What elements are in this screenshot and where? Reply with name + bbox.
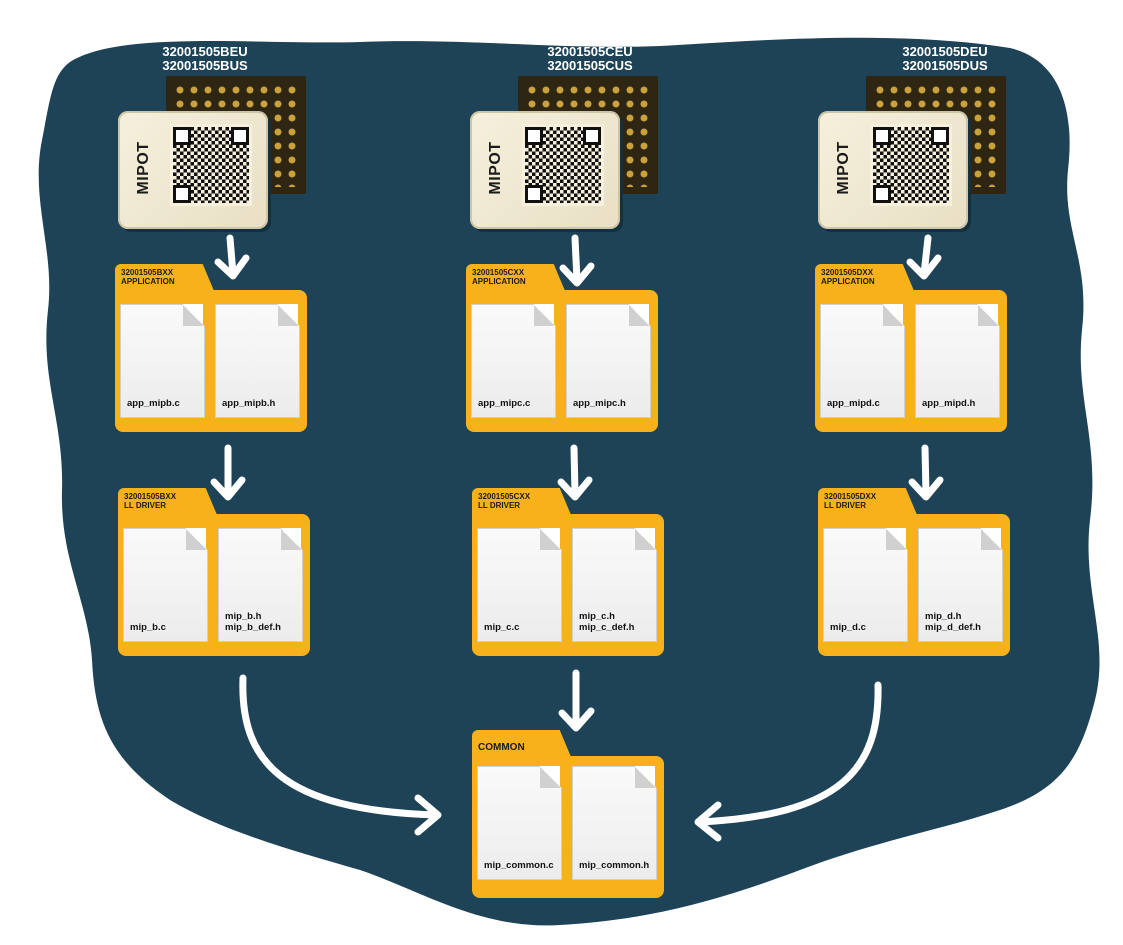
folder-label: 32001505CXX APPLICATION <box>472 268 526 286</box>
qr-code-icon <box>170 124 252 206</box>
rf-module-d: MIPOT <box>818 76 1018 236</box>
module-shield: MIPOT <box>470 111 620 229</box>
file-name: app_mipb.h <box>222 398 276 409</box>
folder-label: 32001505CXX LL DRIVER <box>478 492 531 510</box>
driver-folder-c: 32001505CXX LL DRIVER mip_c.c mip_c.h mi… <box>472 488 664 658</box>
arrow-down-icon <box>559 234 595 287</box>
file-name: mip_common.h <box>579 860 650 871</box>
module-shield: MIPOT <box>818 111 968 229</box>
qr-code-icon <box>870 124 952 206</box>
folder-label: 32001505BXX LL DRIVER <box>124 492 177 510</box>
arrow-down-icon <box>908 444 944 501</box>
arrow-down-icon <box>214 234 250 280</box>
rf-module-c: MIPOT <box>470 76 670 236</box>
arrow-down-icon <box>210 444 246 501</box>
arrow-down-icon <box>906 234 942 280</box>
driver-folder-b: 32001505BXX LL DRIVER mip_b.c mip_b.h mi… <box>118 488 310 658</box>
application-folder-b: 32001505BXX APPLICATION app_mipb.c app_m… <box>115 264 307 434</box>
qr-code-icon <box>522 124 604 206</box>
file-name: mip_common.c <box>484 860 554 871</box>
common-folder: COMMON mip_common.c mip_common.h <box>472 730 664 900</box>
file-name: mip_c.c <box>484 622 520 633</box>
folder-label: 32001505BXX APPLICATION <box>121 268 175 286</box>
application-folder-c: 32001505CXX APPLICATION app_mipc.c app_m… <box>466 264 658 434</box>
file-name: app_mipc.h <box>573 398 626 409</box>
curved-arrow-icon <box>694 681 882 842</box>
module-part-numbers: 32001505DEU 32001505DUS <box>902 44 988 73</box>
driver-folder-d: 32001505DXX LL DRIVER mip_d.c mip_d.h mi… <box>818 488 1010 658</box>
file-name: app_mipd.c <box>827 398 880 409</box>
file-name: mip_b.c <box>130 622 166 633</box>
file-name: app_mipb.c <box>127 398 180 409</box>
folder-label: COMMON <box>478 742 525 753</box>
module-shield: MIPOT <box>118 111 268 229</box>
file-name: app_mipc.c <box>478 398 531 409</box>
module-part-numbers: 32001505BEU 32001505BUS <box>162 44 248 73</box>
application-folder-d: 32001505DXX APPLICATION app_mipd.c app_m… <box>815 264 1007 434</box>
folder-label: 32001505DXX APPLICATION <box>821 268 875 286</box>
module-part-numbers: 32001505CEU 32001505CUS <box>547 44 633 73</box>
file-name: app_mipd.h <box>922 398 976 409</box>
file-name: mip_d.h mip_d_def.h <box>925 611 981 633</box>
arrow-down-icon <box>558 669 595 732</box>
curved-arrow-icon <box>239 674 442 836</box>
arrow-down-icon <box>557 444 593 501</box>
file-name: mip_c.h mip_c_def.h <box>579 611 635 633</box>
file-name: mip_b.h mip_b_def.h <box>225 611 281 633</box>
rf-module-b: MIPOT <box>118 76 318 236</box>
file-name: mip_d.c <box>830 622 866 633</box>
folder-label: 32001505DXX LL DRIVER <box>824 492 877 510</box>
file-icon: app_mipb.c <box>120 304 205 418</box>
